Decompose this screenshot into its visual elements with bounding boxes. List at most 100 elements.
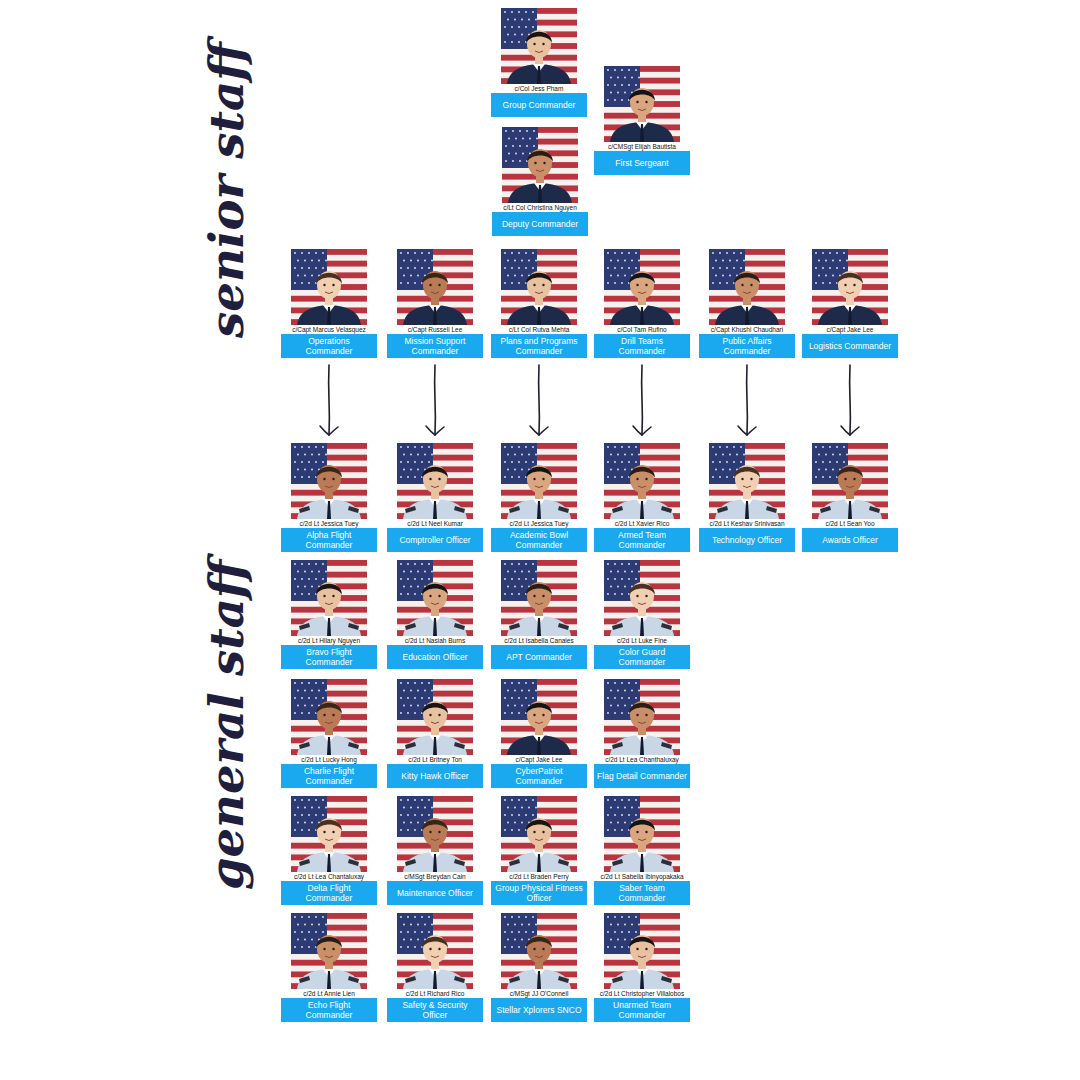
portrait-photo bbox=[812, 249, 888, 325]
staff-card: c/Col Jess PhamGroup Commander bbox=[491, 8, 587, 117]
person-name: c/2d Lt Nasiah Burns bbox=[373, 637, 497, 645]
arrow-head bbox=[841, 426, 859, 435]
role-label: Technology Officer bbox=[699, 528, 795, 552]
role-label: Operations Commander bbox=[281, 334, 377, 358]
staff-card: c/MSgt JJ O'ConnellStellar Xplorers SNCO bbox=[491, 913, 587, 1022]
person-name: c/2d Lt Jessica Tuey bbox=[267, 520, 391, 528]
person-name: c/2d Lt Sabella Ibinyopakaka bbox=[580, 873, 704, 881]
portrait-photo bbox=[291, 796, 367, 872]
hand-drawn-arrow bbox=[426, 365, 444, 435]
staff-card: c/2d Lt Luke FineColor Guard Commander bbox=[594, 560, 690, 669]
staff-card: c/2d Lt Neel KumarComptroller Officer bbox=[387, 443, 483, 552]
role-label: Awards Officer bbox=[802, 528, 898, 552]
portrait-photo bbox=[397, 560, 473, 636]
portrait-photo bbox=[291, 249, 367, 325]
hand-drawn-arrow bbox=[320, 365, 338, 435]
role-label: Bravo Flight Commander bbox=[281, 645, 377, 669]
role-label: Education Officer bbox=[387, 645, 483, 669]
person-name: c/2d Lt Xavier Rico bbox=[580, 520, 704, 528]
portrait-photo bbox=[709, 443, 785, 519]
staff-card: c/2d Lt Keshav SrinivasanTechnology Offi… bbox=[699, 443, 795, 552]
staff-card: c/2d Lt Richard RicoSafety & Security Of… bbox=[387, 913, 483, 1022]
staff-card: c/2d Lt Annie LienEcho Flight Commander bbox=[281, 913, 377, 1022]
portrait-photo bbox=[291, 560, 367, 636]
portrait-photo bbox=[604, 796, 680, 872]
person-name: c/2d Lt Annie Lien bbox=[267, 990, 391, 998]
portrait-photo bbox=[502, 127, 578, 203]
arrow-head bbox=[426, 426, 444, 435]
portrait-photo bbox=[501, 913, 577, 989]
staff-card: c/2d Lt Braden PerryGroup Physical Fitne… bbox=[491, 796, 587, 905]
person-name: c/2d Lt Luke Fine bbox=[580, 637, 704, 645]
staff-card: c/2d Lt Lea ChanthaluxayFlag Detail Comm… bbox=[594, 679, 690, 788]
role-label: Saber Team Commander bbox=[594, 881, 690, 905]
role-label: Color Guard Commander bbox=[594, 645, 690, 669]
person-name: c/CMSgt Elijah Bautista bbox=[580, 143, 704, 151]
arrow-head bbox=[530, 426, 548, 435]
portrait-photo bbox=[397, 913, 473, 989]
person-name: c/2d Lt Jessica Tuey bbox=[477, 520, 601, 528]
role-label: APT Commander bbox=[491, 645, 587, 669]
staff-card: c/2d Lt Nasiah BurnsEducation Officer bbox=[387, 560, 483, 669]
person-name: c/Capt Jake Lee bbox=[788, 326, 912, 334]
portrait-photo bbox=[291, 679, 367, 755]
arrow-head bbox=[633, 426, 651, 435]
portrait-photo bbox=[501, 560, 577, 636]
person-name: c/2d Lt Braden Perry bbox=[477, 873, 601, 881]
role-label: First Sergeant bbox=[594, 151, 690, 175]
staff-card: c/2d Lt Britney TonKitty Hawk Officer bbox=[387, 679, 483, 788]
portrait-photo bbox=[501, 8, 577, 84]
portrait-photo bbox=[397, 796, 473, 872]
role-label: Mission Support Commander bbox=[387, 334, 483, 358]
arrow-shaft bbox=[849, 365, 851, 435]
role-label: Safety & Security Officer bbox=[387, 998, 483, 1022]
role-label: CyberPatriot Commander bbox=[491, 764, 587, 788]
staff-card: c/Lt Col Christina NguyenDeputy Commande… bbox=[492, 127, 588, 236]
arrow-shaft bbox=[328, 365, 330, 435]
person-name: c/Capt Russell Lee bbox=[373, 326, 497, 334]
portrait-photo bbox=[501, 796, 577, 872]
staff-card: c/2d Lt Lea ChantaluxayDelta Flight Comm… bbox=[281, 796, 377, 905]
portrait-photo bbox=[291, 443, 367, 519]
staff-card: c/MSgt Breydan CainMaintenance Officer bbox=[387, 796, 483, 905]
staff-card: c/Lt Col Rutva MehtaPlans and Programs C… bbox=[491, 249, 587, 358]
arrow-shaft bbox=[641, 365, 643, 435]
portrait-photo bbox=[501, 443, 577, 519]
portrait-photo bbox=[604, 679, 680, 755]
arrow-head bbox=[320, 426, 338, 435]
person-name: c/Col Jess Pham bbox=[477, 85, 601, 93]
person-name: c/2d Lt Hilary Nguyen bbox=[267, 637, 391, 645]
staff-card: c/2d Lt Jessica TueyAlpha Flight Command… bbox=[281, 443, 377, 552]
staff-card: c/Col Tam RufinoDrill Teams Commander bbox=[594, 249, 690, 358]
staff-card: c/CMSgt Elijah BautistaFirst Sergeant bbox=[594, 66, 690, 175]
staff-card: c/Capt Russell LeeMission Support Comman… bbox=[387, 249, 483, 358]
portrait-photo bbox=[501, 249, 577, 325]
role-label: Drill Teams Commander bbox=[594, 334, 690, 358]
portrait-photo bbox=[709, 249, 785, 325]
role-label: Echo Flight Commander bbox=[281, 998, 377, 1022]
staff-card: c/2d Lt Jessica TueyAcademic Bowl Comman… bbox=[491, 443, 587, 552]
staff-card: c/2d Lt Isabella CanalesAPT Commander bbox=[491, 560, 587, 669]
person-name: c/Capt Khushi Chaudhari bbox=[685, 326, 809, 334]
person-name: c/Col Tam Rufino bbox=[580, 326, 704, 334]
portrait-photo bbox=[604, 560, 680, 636]
role-label: Stellar Xplorers SNCO bbox=[491, 998, 587, 1022]
role-label: Flag Detail Commander bbox=[594, 764, 690, 788]
person-name: c/2d Lt Christopher Villalobos bbox=[580, 990, 704, 998]
role-label: Deputy Commander bbox=[492, 212, 588, 236]
role-label: Group Physical Fitness Officer bbox=[491, 881, 587, 905]
portrait-photo bbox=[397, 249, 473, 325]
role-label: Delta Flight Commander bbox=[281, 881, 377, 905]
portrait-photo bbox=[397, 443, 473, 519]
staff-card: c/Capt Marcus VelasquezOperations Comman… bbox=[281, 249, 377, 358]
person-name: c/Lt Col Christina Nguyen bbox=[478, 204, 602, 212]
role-label: Comptroller Officer bbox=[387, 528, 483, 552]
hand-drawn-arrow bbox=[841, 365, 859, 435]
staff-card: c/2d Lt Xavier RicoArmed Team Commander bbox=[594, 443, 690, 552]
person-name: c/2d Lt Lea Chanthaluxay bbox=[580, 756, 704, 764]
staff-card: c/Capt Jake LeeCyberPatriot Commander bbox=[491, 679, 587, 788]
role-label: Charlie Flight Commander bbox=[281, 764, 377, 788]
role-label: Group Commander bbox=[491, 93, 587, 117]
staff-card: c/2d Lt Lucky HongCharlie Flight Command… bbox=[281, 679, 377, 788]
person-name: c/2d Lt Richard Rico bbox=[373, 990, 497, 998]
